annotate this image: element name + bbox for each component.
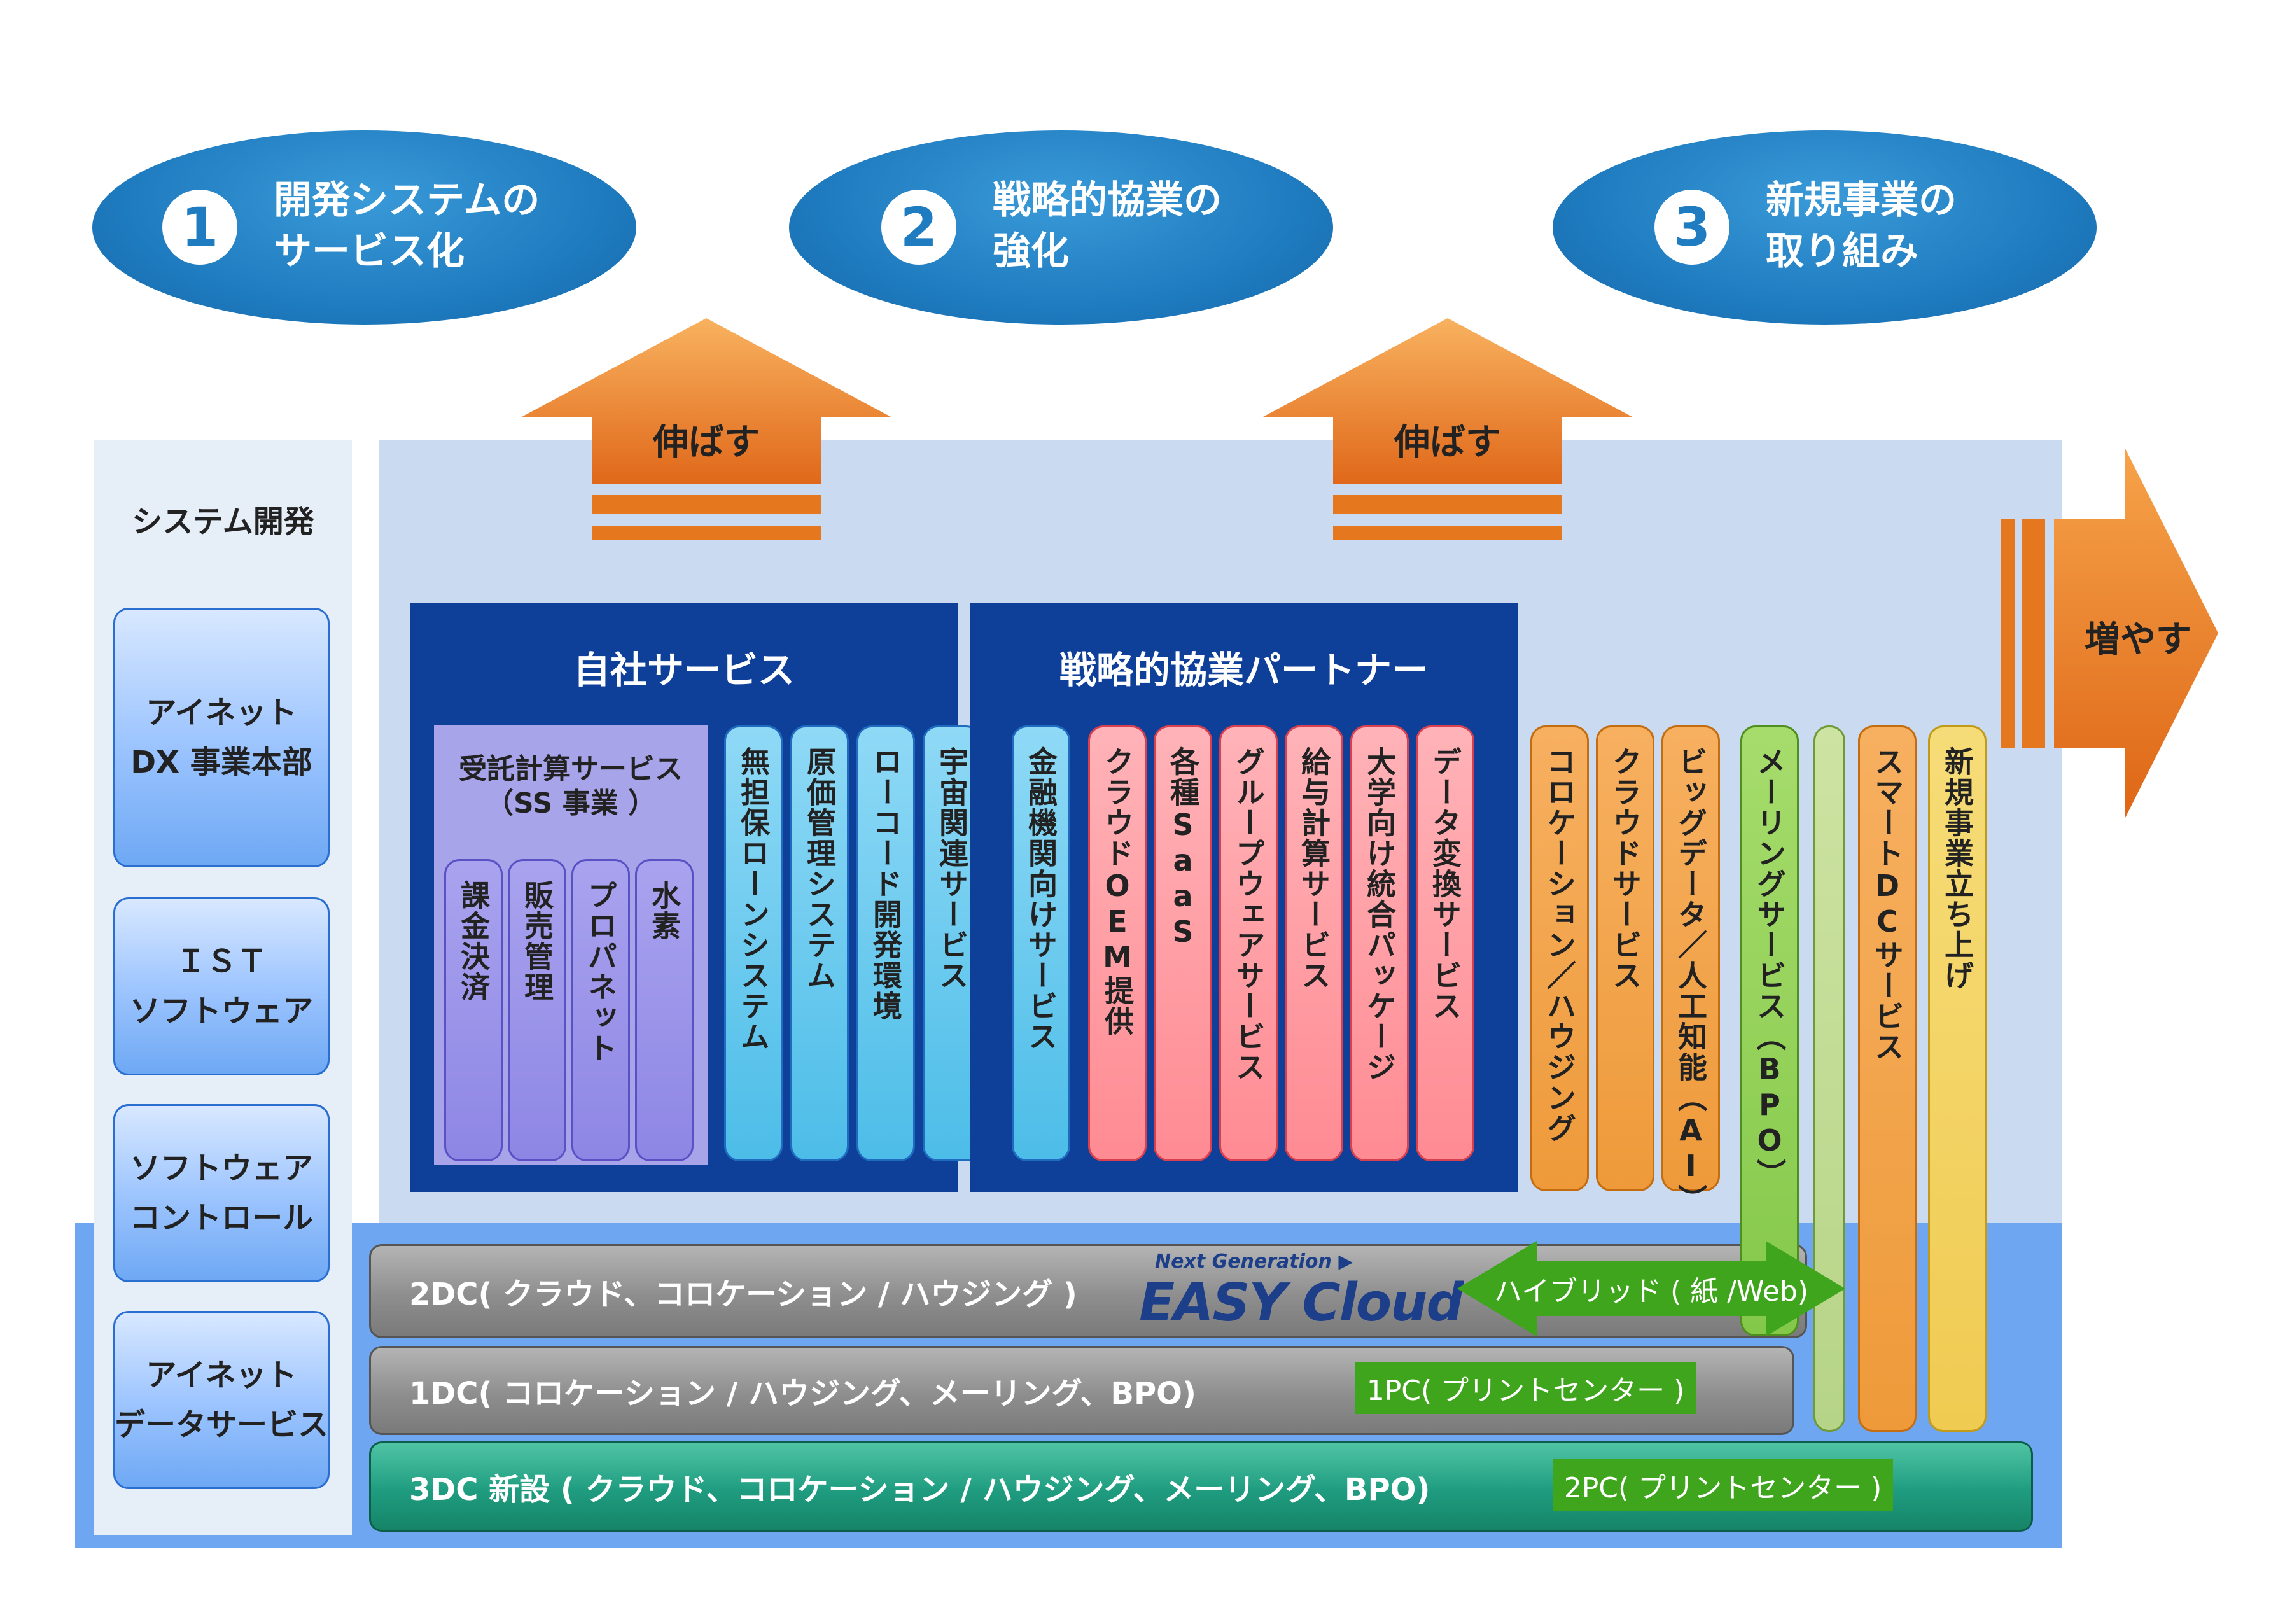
infra-service-2: クラウドサービス <box>1596 725 1654 1191</box>
goal-line2-2: 強化 <box>993 229 1069 274</box>
left-panel-title: システム開発 <box>132 504 314 540</box>
right-arrow <box>2001 449 2218 818</box>
ss-item-label: 販売管理 <box>520 880 554 1002</box>
company-line1: アイネット <box>146 1357 297 1393</box>
company-line1: ＩＳＴ <box>175 944 267 979</box>
arrow-icon: ▶ <box>1331 1250 1353 1273</box>
arrow-label-increase: 増やす <box>2085 619 2191 661</box>
ss-title-line1: 受託計算サービス <box>459 753 683 785</box>
own-services-title: 自社サービス <box>573 648 795 692</box>
goal-number-2: 2 <box>881 190 956 265</box>
partner-service-3: 各種SaaS <box>1154 725 1212 1161</box>
partner-service-label: 給与計算サービス <box>1297 746 1331 991</box>
partner-service-label: 金融機関向けサービス <box>1024 746 1058 1052</box>
own-service-label: 無担保ローンシステム <box>736 746 771 1052</box>
goal-number-3: 3 <box>1654 190 1729 265</box>
goal-line1-2: 戦略的協業の <box>993 178 1222 223</box>
arrow-label-extend-left: 伸ばす <box>653 422 760 463</box>
own-service-1: 無担保ローンシステム <box>724 725 783 1161</box>
partner-service-4: グループウェアサービス <box>1219 725 1278 1161</box>
infra-service-5 <box>1813 725 1845 1432</box>
goal-line2-3: 取り組み <box>1766 229 1918 274</box>
infra-service-4: メーリングサービス（BPO） <box>1740 725 1799 1336</box>
partner-service-label: グループウェアサービス <box>1231 746 1266 1082</box>
goal-ellipse-2: 2 戦略的協業の 強化 <box>789 130 1333 325</box>
dc1-bar: 1DC( コロケーション / ハウジング、メーリング、BPO) <box>369 1346 1794 1435</box>
partner-service-5: 給与計算サービス <box>1285 725 1343 1161</box>
ss-item-label: プロパネット <box>583 880 618 1063</box>
ss-item-2: 販売管理 <box>508 859 566 1161</box>
hybrid-double-arrow <box>1457 1241 1845 1336</box>
infra-service-label: クラウドサービス <box>1608 746 1642 991</box>
partner-service-label: 大学向け統合パッケージ <box>1362 746 1397 1082</box>
print-center-1: 1PC( プリントセンター ) <box>1355 1362 1696 1414</box>
partner-service-2: クラウドOEM提供 <box>1088 725 1147 1161</box>
company-line1: ソフトウェア <box>129 1151 313 1186</box>
infra-service-label: 新規事業立ち上げ <box>1940 746 1974 991</box>
company-box-2: ＩＳＴ ソフトウェア <box>113 897 330 1075</box>
ss-title-line2: （SS 事業 ） <box>485 787 657 820</box>
infra-service-label: ビッグデータ／人工知能（AI） <box>1674 746 1708 1215</box>
infra-service-3: ビッグデータ／人工知能（AI） <box>1661 725 1720 1215</box>
ss-item-label: 課金決済 <box>456 880 491 1002</box>
partner-service-7: データ変換サービス <box>1416 725 1474 1161</box>
ss-item-4: 水素 <box>635 859 694 1161</box>
goal-number-1: 1 <box>162 190 237 265</box>
dc3-label: 3DC 新設 ( クラウド、コロケーション / ハウジング、メーリング、BPO) <box>409 1472 1430 1508</box>
infra-service-label: スマートDCサービス <box>1870 746 1904 1062</box>
company-line2: データサービス <box>115 1407 329 1443</box>
ss-item-3: プロパネット <box>571 859 630 1161</box>
goal-line2-1: サービス化 <box>274 229 465 274</box>
own-service-label: 原価管理システム <box>802 746 837 991</box>
up-arrow-right <box>1263 318 1632 540</box>
print-center-2: 2PC( プリントセンター ) <box>1553 1459 1893 1511</box>
company-line2: DX 事業本部 <box>130 745 312 780</box>
arrow-label-extend-right: 伸ばす <box>1394 422 1501 463</box>
infra-service-label: メーリングサービス（BPO） <box>1752 746 1787 1189</box>
easy-cloud-logo: EASY Cloud <box>1139 1273 1464 1333</box>
goal-ellipse-1: 1 開発システムの サービス化 <box>92 130 636 325</box>
goal-line1-1: 開発システムの <box>274 178 540 223</box>
infra-service-7: 新規事業立ち上げ <box>1928 725 1987 1432</box>
company-line2: コントロール <box>129 1200 313 1236</box>
goal-line1-3: 新規事業の <box>1766 178 1957 223</box>
partner-service-1: 金融機関向けサービス <box>1012 725 1070 1161</box>
easy-cloud-tagline-text: Next Generation <box>1155 1250 1332 1273</box>
ss-item-1: 課金決済 <box>444 859 503 1161</box>
own-service-label: 宇宙関連サービス <box>935 746 969 991</box>
goal-ellipse-3: 3 新規事業の 取り組み <box>1553 130 2097 325</box>
infra-service-6: スマートDCサービス <box>1858 725 1917 1432</box>
company-line1: アイネット <box>146 695 297 731</box>
easy-cloud-tagline: Next Generation ▶ <box>1155 1250 1435 1276</box>
company-line2: ソフトウェア <box>129 993 313 1029</box>
partner-service-label: クラウドOEM提供 <box>1100 746 1135 1037</box>
infra-service-label: コロケーション／ハウジング <box>1542 746 1577 1144</box>
ss-item-label: 水素 <box>647 880 681 941</box>
company-box-3-front: ソフトウェアコントロール <box>113 1104 330 1282</box>
dc1-label: 1DC( コロケーション / ハウジング、メーリング、BPO) <box>409 1376 1196 1411</box>
dc2-label: 2DC( クラウド、コロケーション / ハウジング ) <box>409 1277 1077 1312</box>
partner-service-label: 各種SaaS <box>1166 746 1200 950</box>
partner-service-6: 大学向け統合パッケージ <box>1350 725 1409 1161</box>
partners-title: 戦略的協業パートナー <box>1059 648 1429 692</box>
own-service-label: ローコード開発環境 <box>869 746 903 1021</box>
up-arrow-left <box>522 318 891 540</box>
own-service-3: ローコード開発環境 <box>856 725 915 1161</box>
own-service-2: 原価管理システム <box>790 725 849 1161</box>
infra-service-1: コロケーション／ハウジング <box>1530 725 1589 1191</box>
company-box-1: アイネット DX 事業本部 <box>113 608 330 867</box>
company-box-4-front: アイネットデータサービス <box>113 1311 330 1489</box>
partner-service-label: データ変換サービス <box>1428 746 1462 1021</box>
hybrid-label: ハイブリッド ( 紙 /Web) <box>1493 1275 1809 1308</box>
